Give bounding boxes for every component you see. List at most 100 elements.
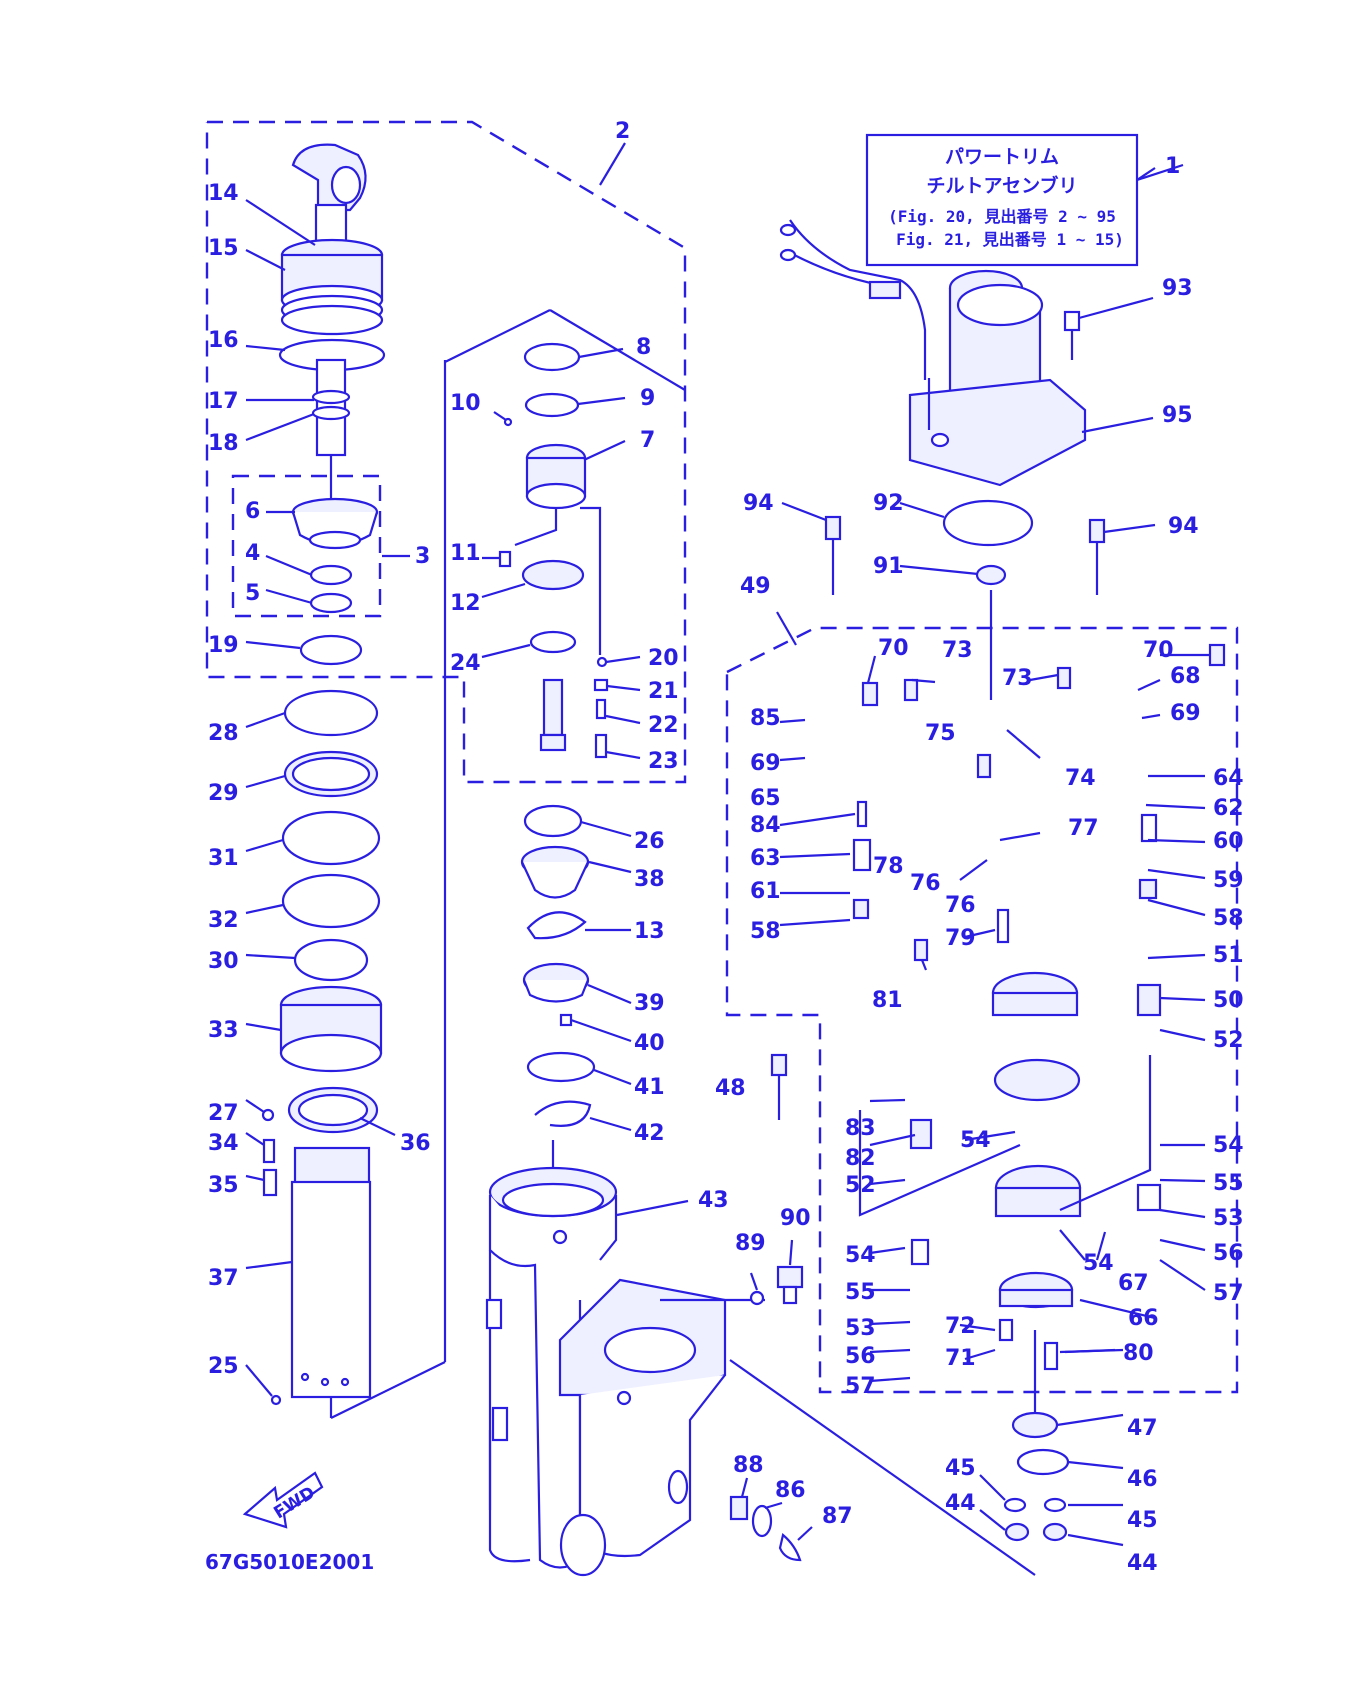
- label-62: 62: [1213, 796, 1244, 821]
- label-70a: 70: [878, 636, 909, 661]
- label-26: 26: [634, 829, 665, 854]
- label-24: 24: [450, 651, 481, 676]
- label-3: 3: [415, 544, 430, 569]
- part-labels: 1 2 3 4 5 6 7 8 9 10 11 12 13 14 15 16 1…: [208, 119, 1244, 1576]
- label-93: 93: [1162, 276, 1193, 301]
- label-91: 91: [873, 554, 904, 579]
- label-12: 12: [450, 591, 481, 616]
- label-39: 39: [634, 991, 665, 1016]
- label-14: 14: [208, 181, 239, 206]
- label-69a: 69: [1170, 701, 1201, 726]
- label-90: 90: [780, 1206, 811, 1231]
- label-28: 28: [208, 721, 239, 746]
- label-78: 78: [873, 854, 904, 879]
- pump-valve-parts: [770, 499, 1226, 1542]
- label-45a: 45: [945, 1456, 976, 1481]
- label-17: 17: [208, 389, 239, 414]
- label-69b: 69: [750, 751, 781, 776]
- label-76a: 76: [910, 871, 941, 896]
- label-70b: 70: [1143, 638, 1174, 663]
- fwd-arrow-icon: FWD: [242, 1471, 324, 1529]
- label-53b: 53: [845, 1316, 876, 1341]
- label-32: 32: [208, 908, 239, 933]
- label-20: 20: [648, 646, 679, 671]
- title-line-4: Fig. 21, 見出番号 1 ~ 15): [896, 230, 1124, 249]
- label-36: 36: [400, 1131, 431, 1156]
- label-22: 22: [648, 713, 679, 738]
- title-line-2: チルトアセンブリ: [926, 174, 1077, 197]
- label-9: 9: [640, 386, 655, 411]
- label-94b: 94: [1168, 514, 1199, 539]
- label-84: 84: [750, 813, 781, 838]
- label-59: 59: [1213, 868, 1244, 893]
- label-89: 89: [735, 1231, 766, 1256]
- label-21: 21: [648, 679, 679, 704]
- label-54a: 54: [960, 1128, 991, 1153]
- label-45b: 45: [1127, 1508, 1158, 1533]
- label-64: 64: [1213, 766, 1244, 791]
- label-71: 71: [945, 1346, 976, 1371]
- label-68: 68: [1170, 664, 1201, 689]
- label-30: 30: [208, 949, 239, 974]
- label-1: 1: [1165, 154, 1180, 179]
- label-56b: 56: [845, 1344, 876, 1369]
- label-57b: 57: [845, 1374, 876, 1399]
- assembly-49-dashed-boundary: [725, 626, 1239, 1394]
- leader-lines: [245, 142, 1210, 1547]
- tilt-ram-parts: [261, 143, 447, 1419]
- main-housing-43: [485, 1166, 1036, 1577]
- label-63: 63: [750, 846, 781, 871]
- label-10: 10: [450, 391, 481, 416]
- label-35: 35: [208, 1173, 239, 1198]
- label-29: 29: [208, 781, 239, 806]
- label-49: 49: [740, 574, 771, 599]
- label-58a: 58: [1213, 906, 1244, 931]
- label-5: 5: [245, 581, 260, 606]
- label-55a: 55: [1213, 1171, 1244, 1196]
- label-47: 47: [1127, 1416, 1158, 1441]
- label-25: 25: [208, 1354, 239, 1379]
- label-11: 11: [450, 541, 481, 566]
- fitting-parts-86-90: [667, 1265, 804, 1562]
- label-75: 75: [925, 721, 956, 746]
- label-37: 37: [208, 1266, 239, 1291]
- label-6: 6: [245, 499, 260, 524]
- label-44a: 44: [945, 1491, 976, 1516]
- label-83: 83: [845, 1116, 876, 1141]
- label-79: 79: [945, 926, 976, 951]
- label-73b: 73: [1002, 666, 1033, 691]
- label-87: 87: [822, 1504, 853, 1529]
- label-19: 19: [208, 633, 239, 658]
- label-67: 67: [1118, 1271, 1149, 1296]
- label-85: 85: [750, 706, 781, 731]
- label-94a: 94: [743, 491, 774, 516]
- motor-assembly: [779, 219, 1087, 487]
- label-54d: 54: [1083, 1251, 1114, 1276]
- label-54c: 54: [845, 1243, 876, 1268]
- title-line-3: (Fig. 20, 見出番号 2 ~ 95: [888, 207, 1116, 226]
- label-57a: 57: [1213, 1281, 1244, 1306]
- label-43: 43: [698, 1188, 729, 1213]
- label-7: 7: [640, 428, 655, 453]
- label-13: 13: [634, 919, 665, 944]
- label-2: 2: [615, 119, 630, 144]
- label-15: 15: [208, 236, 239, 261]
- label-42: 42: [634, 1121, 665, 1146]
- label-76b: 76: [945, 893, 976, 918]
- label-52b: 52: [845, 1173, 876, 1198]
- label-77: 77: [1068, 816, 1099, 841]
- label-31: 31: [208, 846, 239, 871]
- label-38: 38: [634, 867, 665, 892]
- label-92: 92: [873, 491, 904, 516]
- drawing-code: 67G5010E2001: [205, 1550, 374, 1574]
- label-54b: 54: [1213, 1133, 1244, 1158]
- label-58b: 58: [750, 919, 781, 944]
- label-88: 88: [733, 1453, 764, 1478]
- assembly-2-dashed-boundary: [205, 120, 687, 784]
- label-56a: 56: [1213, 1241, 1244, 1266]
- label-27: 27: [208, 1101, 239, 1126]
- label-60: 60: [1213, 829, 1244, 854]
- label-46: 46: [1127, 1467, 1158, 1492]
- label-65: 65: [750, 786, 781, 811]
